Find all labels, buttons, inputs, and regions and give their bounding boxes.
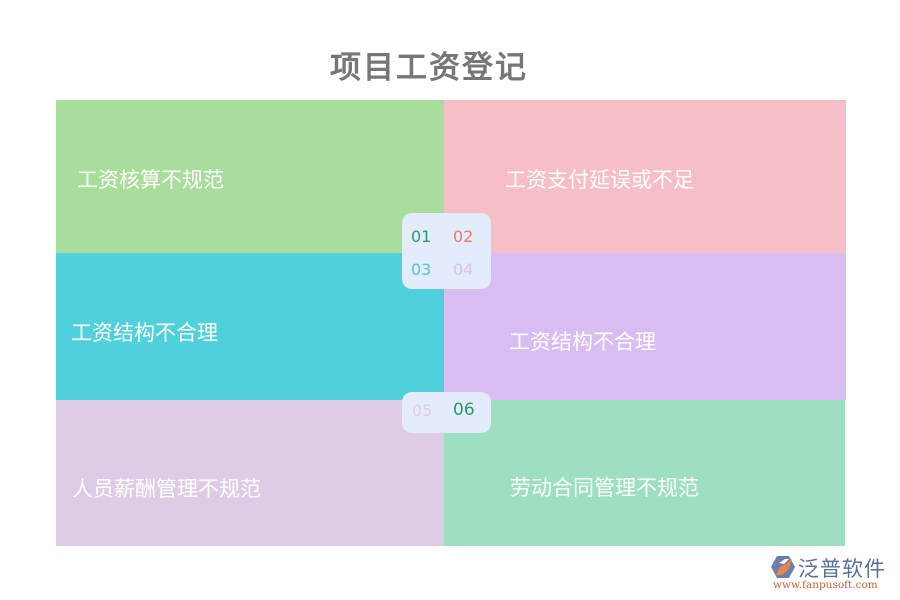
number-06: 06 [453, 400, 475, 420]
panel-04: 工资结构不合理 [444, 253, 846, 400]
number-03: 03 [411, 260, 432, 279]
brand-logo: 泛普软件 www.fanpusoft.com [768, 553, 893, 593]
panel-03: 工资结构不合理 [56, 253, 444, 400]
panel-label: 劳动合同管理不规范 [510, 476, 699, 500]
page-title: 项目工资登记 [330, 50, 528, 86]
number-04: 04 [453, 260, 474, 279]
logo-url: www.fanpusoft.com [773, 579, 878, 591]
fanpu-logo-icon [771, 556, 795, 578]
panel-05: 人员薪酬管理不规范 [56, 400, 444, 546]
number-badge-bottom: 05 06 [402, 392, 491, 433]
panel-01: 工资核算不规范 [56, 100, 444, 253]
number-02: 02 [453, 227, 474, 246]
panel-06: 劳动合同管理不规范 [444, 400, 845, 546]
panel-label: 人员薪酬管理不规范 [72, 477, 261, 501]
panel-label: 工资结构不合理 [71, 320, 218, 345]
panel-label: 工资支付延误或不足 [505, 167, 694, 192]
number-01: 01 [411, 227, 432, 246]
number-05: 05 [412, 401, 433, 420]
logo-name: 泛普软件 [798, 557, 886, 581]
panel-label: 工资核算不规范 [77, 167, 224, 192]
number-badge-top: 01 02 03 04 [402, 213, 491, 289]
panel-label: 工资结构不合理 [509, 329, 656, 354]
panel-02: 工资支付延误或不足 [444, 100, 846, 253]
